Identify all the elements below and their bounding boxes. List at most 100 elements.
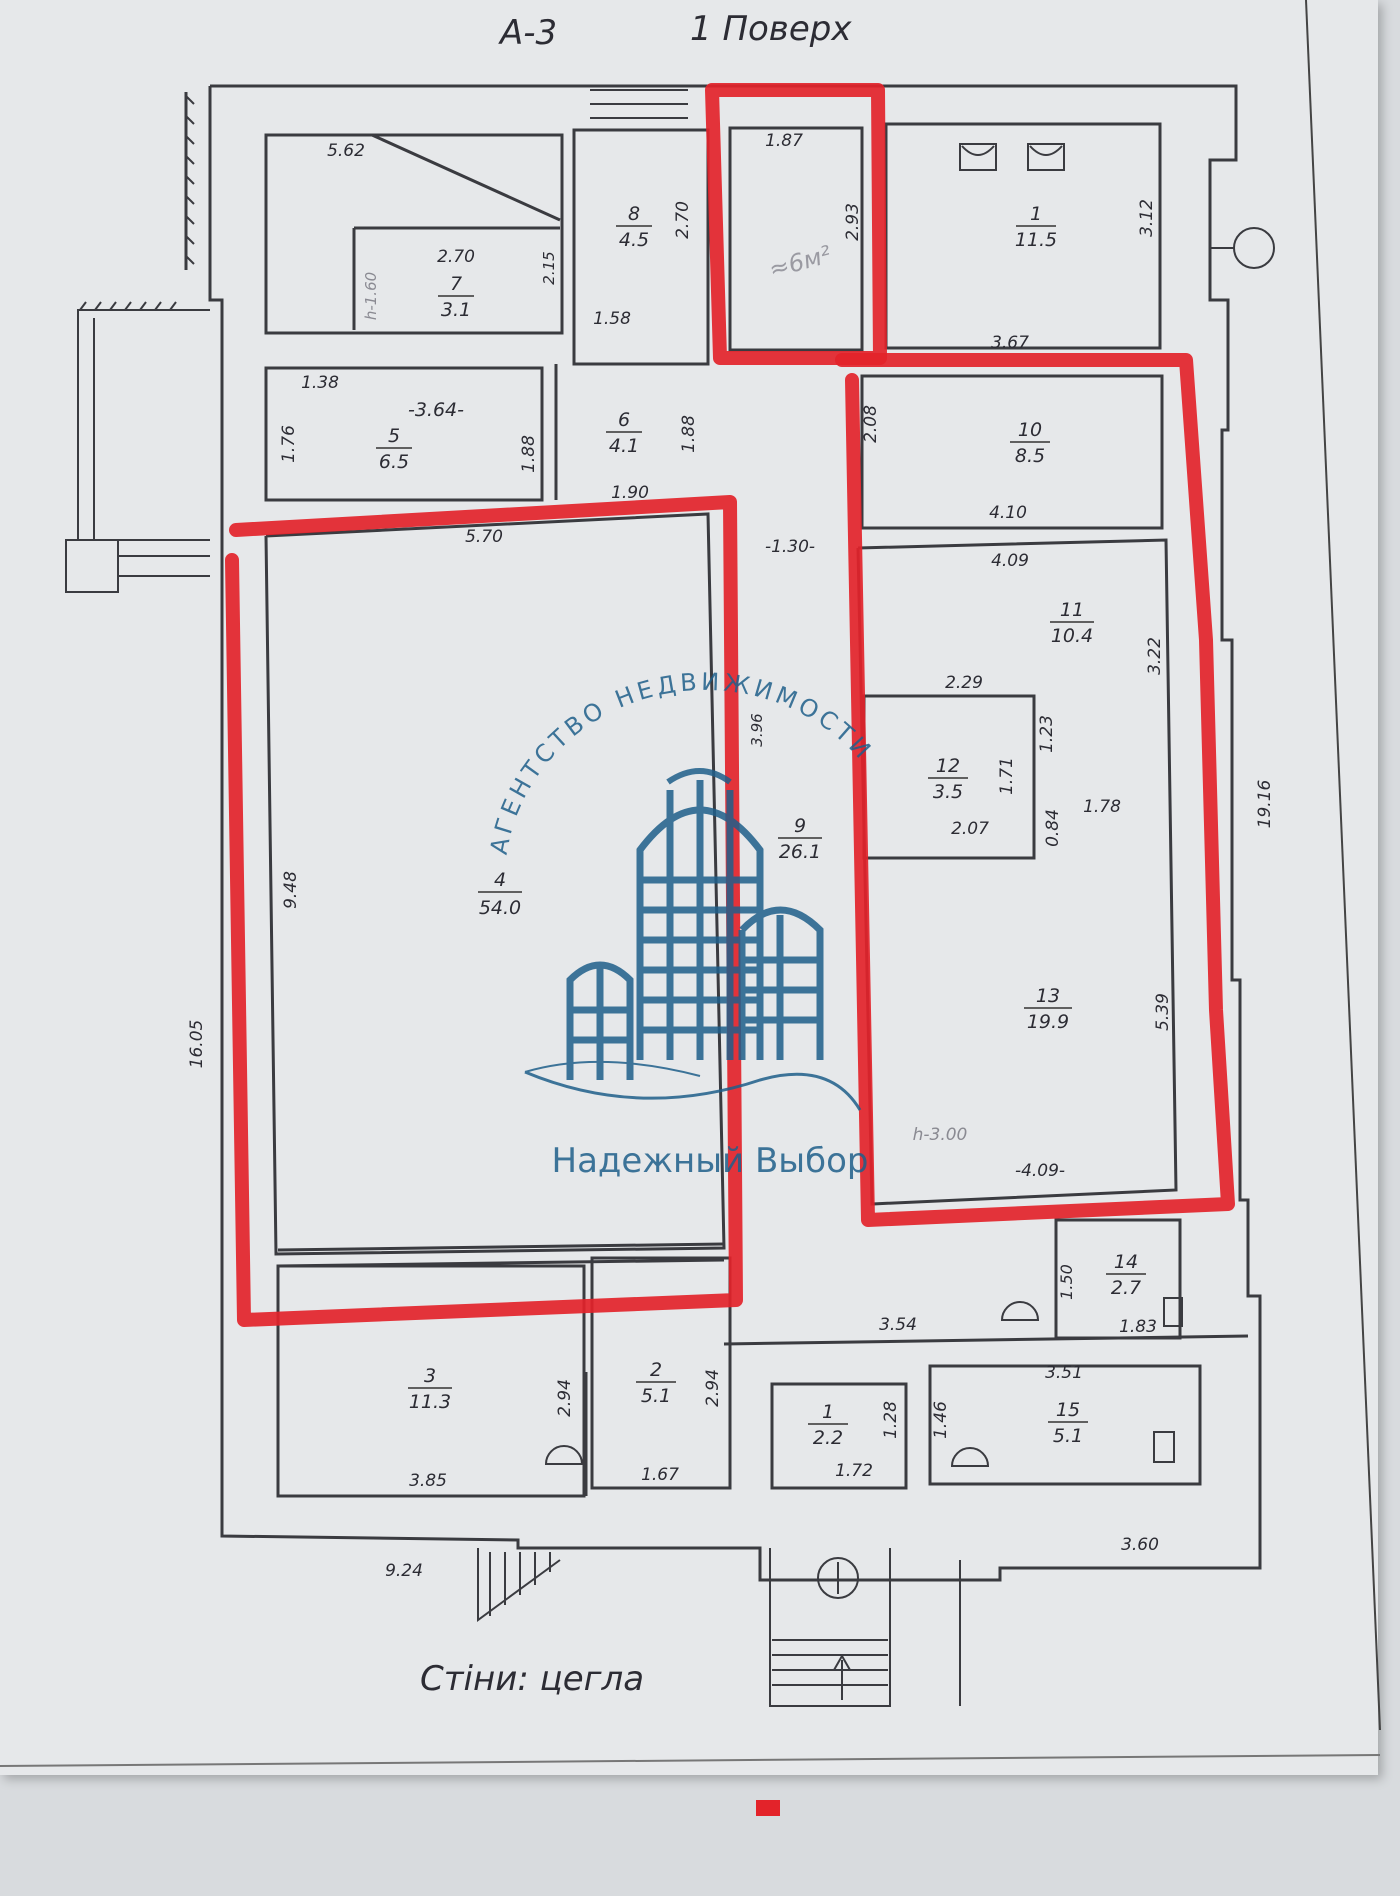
svg-text:3.1: 3.1 xyxy=(441,299,471,321)
dimension-label: 19.16 xyxy=(1255,779,1275,828)
room-label: 15 5.1 xyxy=(1048,1399,1088,1447)
dimension-label: 3.60 xyxy=(1121,1535,1159,1555)
dimension-label: h-1.60 xyxy=(362,272,380,320)
dimension-label: 1.78 xyxy=(1083,797,1121,817)
room-label: 5 6.5 xyxy=(376,425,412,473)
outer-walls xyxy=(65,84,1275,1707)
svg-text:11.3: 11.3 xyxy=(409,1391,451,1413)
dimension-label: 2.94 xyxy=(555,1379,575,1417)
svg-text:2.2: 2.2 xyxy=(813,1427,843,1449)
dimension-label: 1.58 xyxy=(593,309,631,329)
watermark-brand-text: Надежный Выбор xyxy=(552,1141,869,1181)
dimension-label: 16.05 xyxy=(187,1020,207,1069)
svg-text:2: 2 xyxy=(650,1359,662,1381)
svg-text:≈6м²: ≈6м² xyxy=(766,240,835,283)
dimension-label: 2.08 xyxy=(861,405,881,443)
dimension-label: 3.54 xyxy=(879,1315,917,1335)
room-label: ≈6м² xyxy=(766,240,835,283)
dimension-label: 3.96 xyxy=(748,713,766,746)
svg-text:10.4: 10.4 xyxy=(1051,625,1093,647)
dimension-label: 1.28 xyxy=(881,1401,901,1439)
dimension-labels: 5.62 1.87 2.93 3.12 3.67 2.70 2.70 2.15 … xyxy=(187,131,1275,1581)
dimension-label: 5.62 xyxy=(327,141,365,161)
dimension-label: 3.85 xyxy=(409,1471,447,1491)
svg-text:4.1: 4.1 xyxy=(609,435,639,457)
dimension-label: 3.12 xyxy=(1137,199,1157,237)
building-logo-icon xyxy=(566,768,824,1080)
svg-text:7: 7 xyxy=(450,273,462,295)
dimension-label: 1.50 xyxy=(1057,1264,1076,1300)
room-label: 14 2.7 xyxy=(1106,1251,1146,1299)
svg-text:1: 1 xyxy=(822,1401,834,1423)
dimension-label: 2.07 xyxy=(951,819,989,839)
dimension-label: 1.38 xyxy=(301,373,339,393)
svg-text:26.1: 26.1 xyxy=(779,841,821,863)
sheet-code: А-3 xyxy=(498,13,557,53)
svg-text:14: 14 xyxy=(1114,1251,1138,1273)
svg-text:4: 4 xyxy=(494,869,506,891)
room-label: 8 4.5 xyxy=(616,203,652,251)
svg-text:8: 8 xyxy=(628,203,640,225)
dimension-label: 1.88 xyxy=(679,415,699,453)
red-marker xyxy=(756,1800,780,1816)
room-label: 9 26.1 xyxy=(778,815,822,863)
room-label: 1 2.2 xyxy=(808,1401,848,1449)
room-label: 11 10.4 xyxy=(1050,599,1094,647)
dimension-label: 1.88 xyxy=(519,435,539,473)
dimension-label: 3.67 xyxy=(991,333,1029,353)
room-label: 3 11.3 xyxy=(408,1365,452,1413)
dimension-label: 2.93 xyxy=(843,203,863,241)
room-label: 6 4.1 xyxy=(606,409,642,457)
dimension-label: 1.76 xyxy=(279,425,299,463)
svg-text:2.7: 2.7 xyxy=(1111,1277,1141,1299)
dimension-label: 5.70 xyxy=(465,527,503,547)
paper-sheet xyxy=(0,0,1378,1775)
dimension-label: -1.30- xyxy=(765,537,815,557)
dimension-label: 9.48 xyxy=(281,871,301,909)
room-label: 7 3.1 xyxy=(438,273,474,321)
walls-material-note: Стіни: цегла xyxy=(420,1659,644,1699)
svg-text:15: 15 xyxy=(1056,1399,1080,1421)
dimension-label: 1.23 xyxy=(1037,715,1057,753)
dimension-label: -4.09- xyxy=(1015,1161,1065,1181)
agency-watermark: АГЕНТСТВО НЕДВИЖИМОСТИ Надежный Выбор xyxy=(485,668,879,1181)
svg-text:5.1: 5.1 xyxy=(1053,1425,1083,1447)
dimension-label: 1.87 xyxy=(765,131,803,151)
floor-title: 1 Поверх xyxy=(690,9,852,49)
dimension-label: 2.29 xyxy=(945,673,983,693)
dimension-label: 4.09 xyxy=(991,551,1029,571)
watermark-arc-text: АГЕНТСТВО НЕДВИЖИМОСТИ xyxy=(485,668,879,857)
room-labels: 1 11.5 ≈6м² 8 4.5 7 3.1 5 6.5 xyxy=(376,203,1146,1449)
dimension-label: 1.46 xyxy=(931,1401,951,1439)
room-label: 2 5.1 xyxy=(636,1359,676,1407)
highlighted-rental-area xyxy=(225,83,1235,1327)
dimension-label: 5.39 xyxy=(1153,993,1173,1031)
dimension-label: 1.72 xyxy=(835,1461,873,1481)
svg-text:9: 9 xyxy=(794,815,806,837)
dimension-label: 1.90 xyxy=(611,483,649,503)
svg-text:8.5: 8.5 xyxy=(1015,445,1045,467)
dimension-label: 2.70 xyxy=(673,201,693,239)
room-label: 10 8.5 xyxy=(1010,419,1050,467)
dimension-label: 1.83 xyxy=(1119,1317,1157,1337)
svg-text:1: 1 xyxy=(1030,203,1042,225)
svg-text:19.9: 19.9 xyxy=(1027,1011,1069,1033)
sheet-frame-line xyxy=(1305,0,1381,1731)
sanitary-fixtures xyxy=(544,143,1183,1467)
dimension-label: h-3.00 xyxy=(913,1125,968,1145)
svg-text:11.5: 11.5 xyxy=(1015,229,1057,251)
room-label: 1 11.5 xyxy=(1015,203,1057,251)
room-label: 12 3.5 xyxy=(928,755,968,803)
interior-walls xyxy=(264,122,1249,1498)
svg-text:5.1: 5.1 xyxy=(641,1385,671,1407)
sheet-edge-line xyxy=(0,1754,1381,1767)
dimension-label: 4.10 xyxy=(989,503,1027,523)
svg-text:11: 11 xyxy=(1060,599,1084,621)
dimension-label: 2.70 xyxy=(437,247,475,267)
svg-text:13: 13 xyxy=(1036,985,1060,1007)
svg-text:54.0: 54.0 xyxy=(479,897,521,919)
dimension-label: 1.67 xyxy=(641,1465,679,1485)
svg-text:3.5: 3.5 xyxy=(933,781,963,803)
